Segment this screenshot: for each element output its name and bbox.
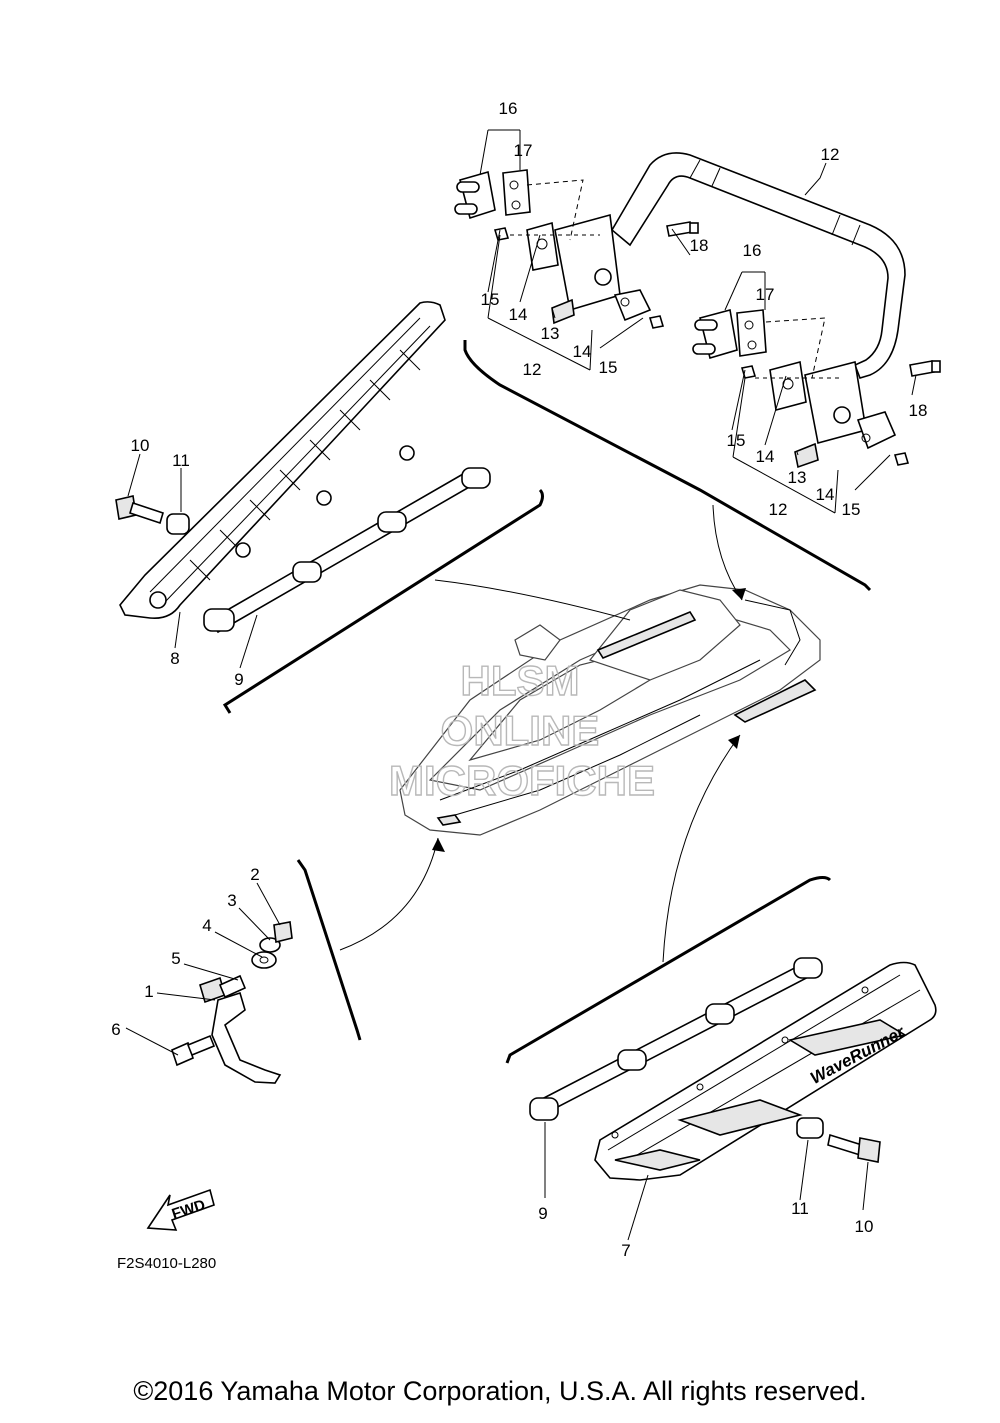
watermark-line3: MICROFICHE bbox=[389, 757, 655, 804]
callout-5: 5 bbox=[171, 949, 180, 968]
callout-3: 3 bbox=[227, 891, 236, 910]
callout-14: 14 bbox=[509, 305, 528, 324]
callout-15: 15 bbox=[481, 290, 500, 309]
connector-arrows bbox=[339, 504, 746, 963]
callout-10: 10 bbox=[131, 436, 150, 455]
callout-9: 9 bbox=[234, 670, 243, 689]
callout-6: 6 bbox=[111, 1020, 120, 1039]
fwd-label: FWD bbox=[170, 1196, 208, 1223]
callout-10: 10 bbox=[855, 1217, 874, 1236]
callout-12: 12 bbox=[769, 500, 788, 519]
callout-16: 16 bbox=[499, 99, 518, 118]
watermark-line2: ONLINE bbox=[441, 707, 600, 754]
watermark-line1: HLSM bbox=[461, 657, 580, 704]
callout-18: 18 bbox=[909, 401, 928, 420]
callout-15: 15 bbox=[599, 358, 618, 377]
watercraft-illustration bbox=[399, 584, 821, 836]
callout-1: 1 bbox=[144, 982, 153, 1001]
callout-16: 16 bbox=[743, 241, 762, 260]
callout-8: 8 bbox=[170, 649, 179, 668]
callouts: 16 17 12 18 15 14 13 14 12 15 16 17 18 1… bbox=[111, 99, 927, 1260]
copyright-notice: ©2016 Yamaha Motor Corporation, U.S.A. A… bbox=[133, 1376, 867, 1406]
callout-7: 7 bbox=[621, 1241, 630, 1260]
callout-4: 4 bbox=[202, 916, 211, 935]
callout-9: 9 bbox=[538, 1204, 547, 1223]
callout-13: 13 bbox=[788, 468, 807, 487]
callout-14: 14 bbox=[573, 342, 592, 361]
callout-11: 11 bbox=[172, 451, 190, 470]
callout-2: 2 bbox=[250, 865, 259, 884]
reboarding-handle-group bbox=[454, 129, 941, 592]
watermark: HLSM ONLINE MICROFICHE bbox=[388, 656, 655, 804]
callout-12: 12 bbox=[821, 145, 840, 164]
left-side-mat-group bbox=[115, 301, 544, 714]
callout-17: 17 bbox=[756, 285, 775, 304]
callout-14: 14 bbox=[816, 485, 835, 504]
callout-15: 15 bbox=[842, 500, 861, 519]
callout-14: 14 bbox=[756, 447, 775, 466]
right-side-mat-group: WaveRunner bbox=[505, 876, 937, 1241]
fwd-arrow: FWD bbox=[146, 1188, 215, 1231]
callout-11: 11 bbox=[791, 1199, 809, 1218]
callout-13: 13 bbox=[541, 324, 560, 343]
callout-12: 12 bbox=[523, 360, 542, 379]
callout-18: 18 bbox=[690, 236, 709, 255]
callout-17: 17 bbox=[514, 141, 533, 160]
callout-15: 15 bbox=[727, 431, 746, 450]
figure-code: F2S4010-L280 bbox=[117, 1255, 216, 1272]
handle-grip-group bbox=[125, 859, 362, 1084]
